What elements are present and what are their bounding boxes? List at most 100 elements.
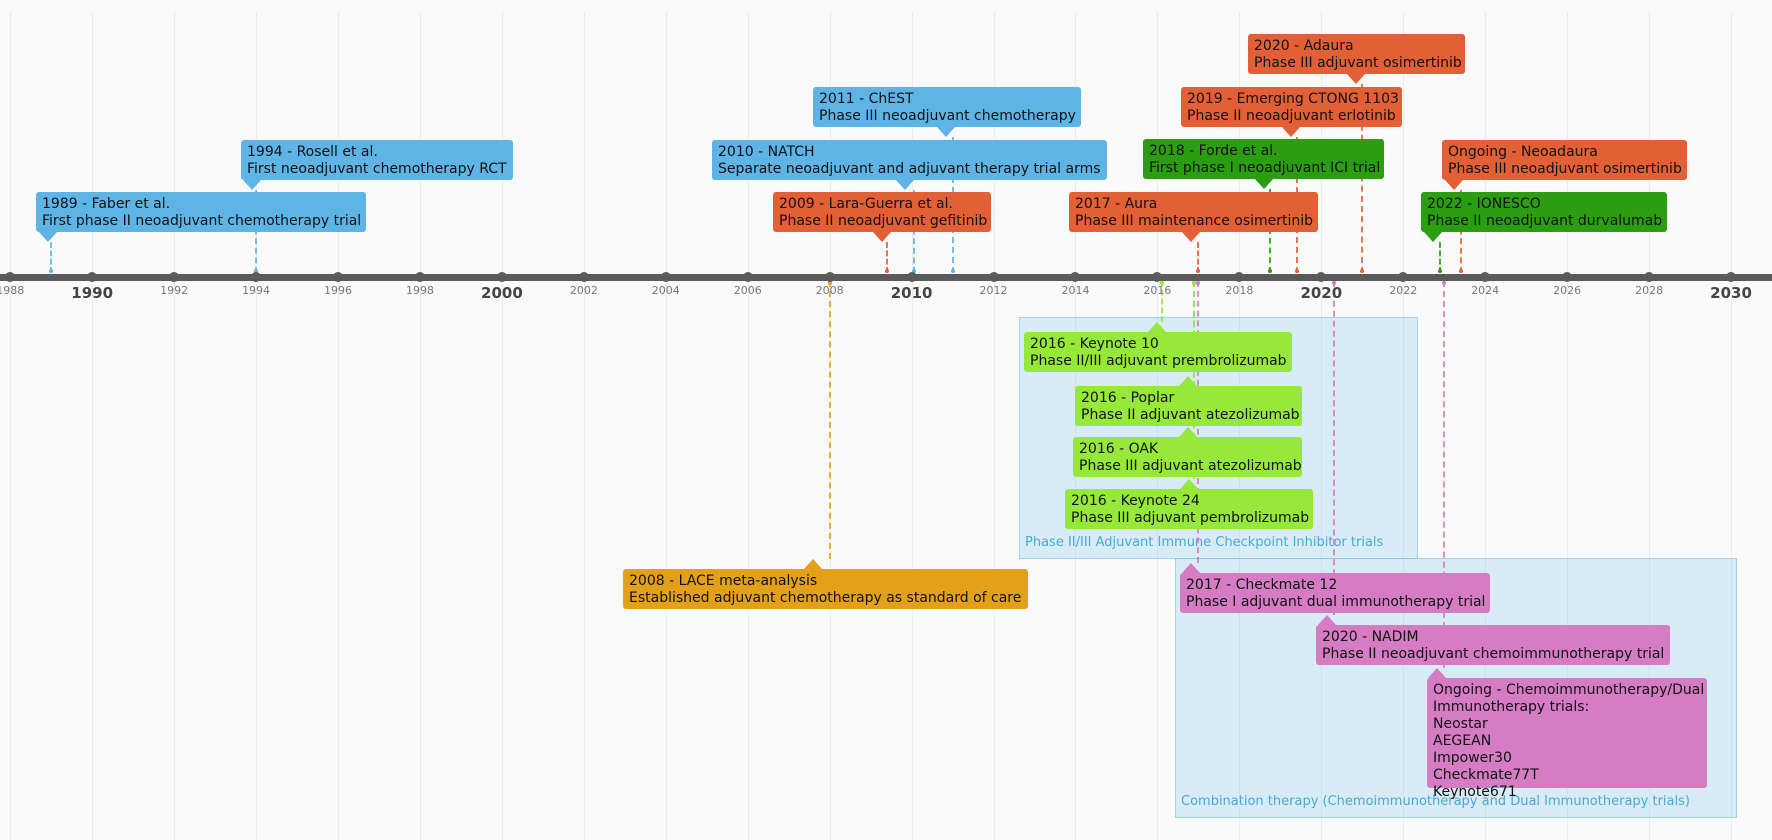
- event-title: 2020 - NADIM: [1322, 629, 1419, 645]
- event-title: 2016 - Keynote 10: [1030, 336, 1159, 352]
- tick-dot: [169, 272, 180, 282]
- tick-dot: [824, 272, 835, 282]
- event-title: 2017 - Checkmate 12: [1186, 577, 1338, 593]
- event-title: 2008 - LACE meta-analysis: [629, 573, 818, 589]
- event-title: 2020 - Adaura: [1254, 38, 1354, 54]
- gridline: [92, 12, 94, 840]
- event-connector: [828, 281, 831, 559]
- gridline: [747, 12, 749, 840]
- event-marker: [1159, 281, 1164, 285]
- event-pointer: [873, 232, 891, 242]
- event-detail: AEGEAN: [1433, 733, 1492, 749]
- tick-dot: [1562, 272, 1573, 282]
- tick-label: 2026: [1553, 284, 1582, 297]
- event-detail: Phase II neoadjuvant chemoimmunotherapy …: [1322, 646, 1665, 662]
- tick-label: 2002: [569, 284, 598, 297]
- event-title: 2019 - Emerging CTONG 1103: [1187, 91, 1399, 107]
- event-detail: Phase III neoadjuvant chemotherapy: [819, 108, 1076, 124]
- event-connector: [50, 242, 53, 273]
- event-pointer: [937, 127, 955, 137]
- event-title: 2016 - OAK: [1079, 441, 1159, 457]
- tick-label: 2014: [1061, 284, 1090, 297]
- tick-dot: [251, 272, 262, 282]
- event-pointer: [1282, 127, 1300, 137]
- tick-dot: [1726, 272, 1737, 282]
- event-title: 2022 - IONESCO: [1427, 196, 1541, 212]
- tick-dot: [660, 272, 671, 282]
- gridline: [1321, 12, 1323, 840]
- event-pointer: [1445, 180, 1463, 190]
- gridline: [1649, 12, 1651, 840]
- tick-dot: [1398, 272, 1409, 282]
- event-detail: Phase II neoadjuvant gefitinib: [779, 213, 988, 229]
- event-pointer: [1255, 179, 1273, 189]
- event-connector: [1197, 242, 1200, 273]
- event-pointer: [804, 559, 822, 569]
- event-title: 2018 - Forde et al.: [1149, 143, 1278, 159]
- tick-dot: [578, 272, 589, 282]
- event-marker: [1458, 269, 1463, 273]
- event-box-forde: 2018 - Forde et al.First phase I neoadju…: [1143, 139, 1384, 179]
- event-title: 2010 - NATCH: [718, 144, 815, 160]
- event-connector: [886, 242, 889, 273]
- gridline: [1567, 12, 1569, 840]
- tick-label: 2006: [733, 284, 762, 297]
- gridline: [911, 12, 913, 840]
- tick-label: 2018: [1225, 284, 1254, 297]
- event-pointer: [1182, 232, 1200, 242]
- event-box-rosell: 1994 - Rosell et al.First neoadjuvant ch…: [241, 140, 513, 180]
- event-pointer: [1148, 322, 1166, 332]
- tick-label: 1994: [242, 284, 271, 297]
- tick-dot: [906, 272, 917, 282]
- event-detail: Phase II neoadjuvant durvalumab: [1427, 213, 1663, 229]
- event-title: 2016 - Keynote 24: [1071, 493, 1200, 509]
- gridline: [1485, 12, 1487, 840]
- event-box-lara: 2009 - Lara-Guerra et al.Phase II neoadj…: [773, 192, 991, 232]
- event-pointer: [1424, 232, 1442, 242]
- event-connector: [1443, 281, 1446, 668]
- event-pointer: [243, 180, 261, 190]
- tick-label: 2012: [979, 284, 1008, 297]
- event-marker: [254, 269, 259, 273]
- tick-label: 2030: [1710, 284, 1752, 302]
- event-detail: Phase II/III adjuvant prembrolizumab: [1030, 353, 1287, 369]
- event-connector: [1160, 281, 1163, 322]
- tick-dot: [1070, 272, 1081, 282]
- event-detail: First neoadjuvant chemotherapy RCT: [247, 161, 507, 177]
- tick-label: 2022: [1389, 284, 1418, 297]
- gridline: [1075, 12, 1077, 840]
- tick-dot: [1316, 272, 1327, 282]
- tick-label: 1990: [71, 284, 114, 302]
- gridline: [665, 12, 667, 840]
- event-detail: Phase II adjuvant atezolizumab: [1081, 407, 1300, 423]
- tick-dot: [1480, 272, 1491, 282]
- event-detail: Neostar: [1433, 716, 1488, 732]
- event-detail: Phase I adjuvant dual immunotherapy tria…: [1186, 594, 1486, 610]
- gridline: [1403, 12, 1405, 840]
- tick-label: 2008: [815, 284, 844, 297]
- event-marker: [1196, 269, 1201, 273]
- event-marker: [1196, 281, 1201, 285]
- tick-label: 2010: [890, 284, 933, 302]
- event-marker: [1442, 281, 1447, 285]
- event-detail: Phase III maintenance osimertinib: [1075, 213, 1314, 229]
- event-marker: [885, 269, 890, 273]
- gridline: [993, 12, 995, 840]
- event-title: Ongoing - Neoadaura: [1448, 144, 1598, 160]
- tick-label: 1998: [405, 284, 434, 297]
- event-detail: First phase II neoadjuvant chemotherapy …: [42, 213, 362, 229]
- gridline: [1239, 12, 1241, 840]
- tick-label: 2028: [1635, 284, 1664, 297]
- tick-dot: [333, 272, 343, 282]
- tick-label: 2000: [481, 284, 523, 302]
- event-detail: Separate neoadjuvant and adjuvant therap…: [718, 161, 1101, 177]
- event-marker: [49, 269, 54, 273]
- event-detail: First phase I neoadjuvant ICI trial: [1149, 160, 1381, 176]
